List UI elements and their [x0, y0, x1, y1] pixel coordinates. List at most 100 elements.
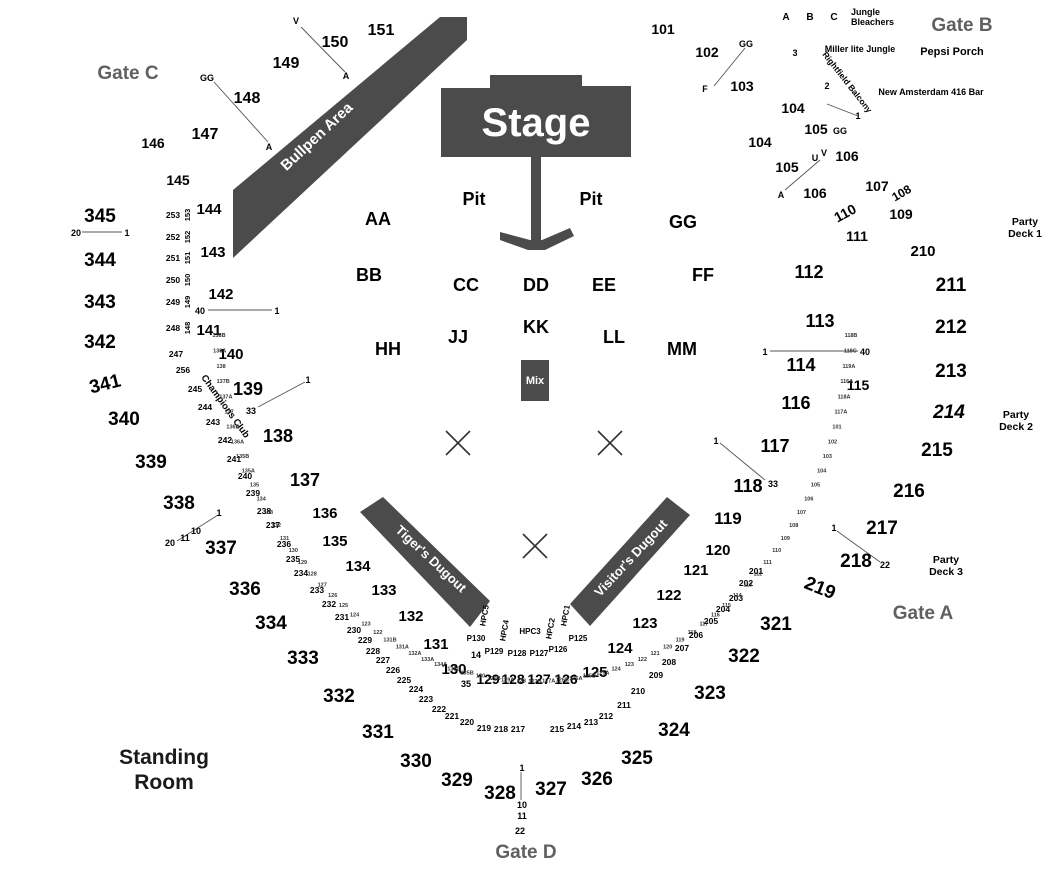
- p128[interactable]: P128: [508, 649, 527, 658]
- hpc4[interactable]: HPC4: [498, 619, 511, 642]
- section-106a[interactable]: 106: [835, 148, 859, 164]
- section-103[interactable]: 103: [730, 78, 754, 94]
- tiny-section-121[interactable]: 121: [651, 651, 660, 657]
- section-135[interactable]: 135: [322, 533, 347, 550]
- section-328[interactable]: 328: [484, 783, 516, 804]
- section-331[interactable]: 331: [362, 722, 394, 743]
- tiny-section-119A[interactable]: 119A: [842, 364, 855, 370]
- section-240[interactable]: 240: [238, 471, 252, 481]
- section-231[interactable]: 231: [335, 612, 349, 622]
- section-106b[interactable]: 106: [803, 185, 827, 201]
- tiny-section-137A[interactable]: 137A: [219, 394, 232, 400]
- tiny-section-116A[interactable]: 116A: [840, 379, 853, 385]
- section-110[interactable]: 110: [831, 201, 859, 226]
- floor-jj[interactable]: JJ: [448, 327, 468, 347]
- section-101[interactable]: 101: [651, 21, 675, 37]
- tiny-section-129B[interactable]: 129B: [488, 676, 501, 682]
- tiny-section-103[interactable]: 103: [823, 454, 832, 460]
- section-215[interactable]: 215: [550, 724, 564, 734]
- tiny-section-104[interactable]: 104: [817, 468, 827, 474]
- section-245[interactable]: 245: [188, 384, 202, 394]
- section-202[interactable]: 202: [739, 578, 753, 588]
- bleacher-c[interactable]: C: [830, 12, 837, 23]
- tiny-section-134A[interactable]: 134A: [434, 662, 447, 668]
- section-218[interactable]: 218: [840, 551, 872, 572]
- party-deck-1-b[interactable]: Deck 1: [1008, 228, 1042, 240]
- section-108[interactable]: 108: [889, 182, 914, 204]
- section-343[interactable]: 343: [84, 292, 116, 313]
- section-208[interactable]: 208: [662, 657, 676, 667]
- tiny-section-135C[interactable]: 135C: [447, 667, 460, 673]
- tiny-section-127[interactable]: 127: [318, 583, 327, 589]
- section-236[interactable]: 236: [277, 539, 291, 549]
- section-206[interactable]: 206: [689, 630, 703, 640]
- floor-gg[interactable]: GG: [669, 212, 697, 232]
- tiny-section-127B[interactable]: 127B: [528, 679, 541, 685]
- tiny-section-131A[interactable]: 131A: [396, 645, 409, 651]
- floor-cc[interactable]: CC: [453, 275, 479, 295]
- jungle-bleachers-a[interactable]: Jungle: [851, 7, 880, 17]
- section-213[interactable]: 213: [935, 361, 967, 382]
- section-337[interactable]: 337: [205, 538, 237, 559]
- section-339[interactable]: 339: [135, 452, 167, 473]
- section-141[interactable]: 141: [196, 322, 221, 339]
- floor-bb[interactable]: BB: [356, 265, 382, 285]
- section-216[interactable]: 216: [893, 481, 925, 502]
- gate-a[interactable]: Gate A: [893, 603, 954, 624]
- p127[interactable]: P127: [530, 649, 549, 658]
- section-125[interactable]: 125: [582, 664, 607, 681]
- section-148[interactable]: 148: [234, 90, 261, 107]
- section-253[interactable]: 253: [166, 210, 180, 220]
- tiny-section-138[interactable]: 138: [217, 364, 226, 370]
- tiny-section-126B[interactable]: 126B: [556, 678, 569, 684]
- tiny-section-135B[interactable]: 135B: [236, 454, 249, 460]
- tiny-section-123[interactable]: 123: [362, 622, 371, 628]
- section-212[interactable]: 212: [935, 317, 967, 338]
- section-129[interactable]: 129: [476, 671, 500, 687]
- section-228[interactable]: 228: [366, 646, 380, 656]
- tiny-section-118C[interactable]: 118C: [844, 348, 857, 354]
- visitors-dugout[interactable]: Visitor's Dugout: [570, 497, 690, 626]
- gate-c[interactable]: Gate C: [97, 63, 159, 84]
- section-226[interactable]: 226: [386, 665, 400, 675]
- tiny-section-125A[interactable]: 125A: [596, 670, 609, 676]
- section-210[interactable]: 210: [910, 243, 935, 260]
- tiny-section-110[interactable]: 110: [772, 548, 781, 554]
- section-220[interactable]: 220: [460, 717, 474, 727]
- section-222[interactable]: 222: [432, 704, 446, 714]
- tiny-section-137B[interactable]: 137B: [217, 379, 230, 385]
- tiny-section-136A[interactable]: 136A: [231, 439, 244, 445]
- section-137[interactable]: 137: [290, 470, 320, 490]
- section-207[interactable]: 207: [675, 643, 689, 653]
- section-113[interactable]: 113: [805, 311, 834, 331]
- section-214[interactable]: 214: [567, 721, 581, 731]
- hpc2[interactable]: HPC2: [544, 617, 557, 640]
- tiny-section-118[interactable]: 118: [688, 630, 697, 636]
- section-252[interactable]: 252: [166, 232, 180, 242]
- section-119[interactable]: 119: [714, 509, 741, 528]
- tiny-section-125[interactable]: 125: [339, 603, 348, 609]
- floor-ff[interactable]: FF: [692, 265, 714, 285]
- tiny-section-105[interactable]: 105: [811, 483, 820, 489]
- section-210[interactable]: 210: [631, 686, 645, 696]
- section-146[interactable]: 146: [141, 135, 165, 151]
- section-233[interactable]: 233: [310, 585, 324, 595]
- tiny-section-117[interactable]: 117: [699, 622, 708, 628]
- section-256[interactable]: 256: [176, 365, 190, 375]
- hpc1[interactable]: HPC1: [559, 604, 572, 627]
- section-104a[interactable]: 104: [781, 100, 805, 116]
- tiny-section-151[interactable]: 151: [183, 252, 192, 265]
- section-324[interactable]: 324: [658, 720, 690, 741]
- section-333[interactable]: 333: [287, 648, 319, 669]
- section-144[interactable]: 144: [196, 201, 222, 218]
- section-219[interactable]: 219: [801, 573, 838, 604]
- bleacher-b[interactable]: B: [806, 12, 813, 23]
- tiny-section-117A[interactable]: 117A: [834, 410, 847, 416]
- section-109[interactable]: 109: [889, 206, 913, 222]
- miller-lite-jungle[interactable]: Miller lite Jungle: [825, 44, 896, 54]
- floor-aa[interactable]: AA: [365, 209, 391, 229]
- section-342[interactable]: 342: [84, 332, 116, 353]
- tigers-dugout[interactable]: Tiger's Dugout: [360, 497, 490, 627]
- tiny-section-138A[interactable]: 138A: [213, 348, 226, 354]
- section-205[interactable]: 205: [704, 616, 718, 626]
